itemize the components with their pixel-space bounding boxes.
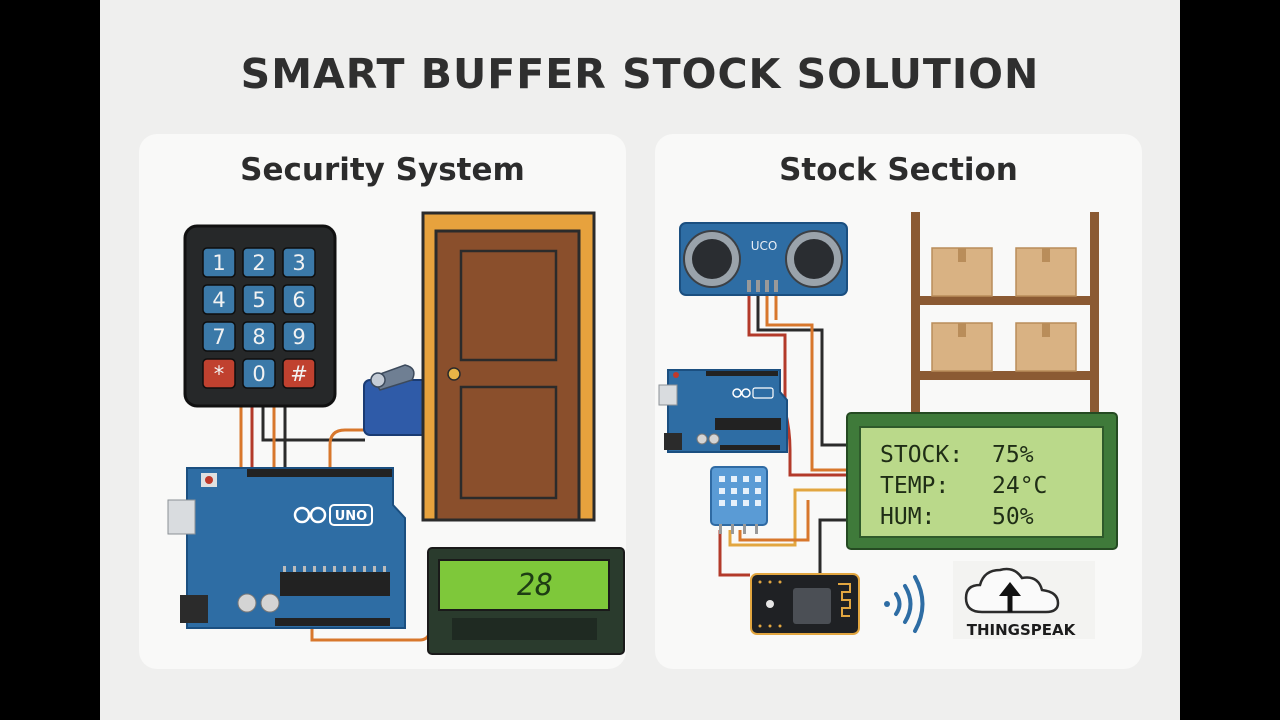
door (421, 211, 596, 522)
lcd-row-value: 75% (992, 442, 1034, 468)
keypad-key (202, 321, 236, 352)
keypad-key (242, 358, 276, 389)
esp-wifi-module (750, 573, 860, 635)
lcd-row-value: 50% (992, 504, 1034, 530)
lcd-row-label: STOCK: (880, 442, 963, 468)
keypad-keys: 1 2 3 4 5 6 7 8 9 * 0 # (202, 247, 316, 389)
keypad-key-label: 0 (252, 362, 265, 386)
arduino-uno-security: UNO (167, 467, 406, 629)
keypad-key (202, 247, 236, 278)
keypad-key-label: 4 (212, 288, 225, 312)
lcd-security-value: 28 (517, 568, 553, 603)
keypad-key (282, 358, 316, 389)
lcd-row-value: 24°C (992, 473, 1047, 499)
keypad-key-label: 6 (292, 288, 305, 312)
keypad-key-label: 8 (252, 325, 265, 349)
stock-wires (718, 290, 860, 577)
keypad-key-label: 5 (252, 288, 265, 312)
shelf (911, 212, 1099, 412)
lcd-row-label: HUM: (880, 504, 935, 530)
stock-panel-title: Stock Section (779, 152, 1018, 188)
keypad: 1 2 3 4 5 6 7 8 9 * 0 # (183, 224, 337, 408)
keypad-key (202, 284, 236, 315)
thingspeak-label: THINGSPEAK (967, 621, 1077, 639)
ultrasonic-label: UCO (751, 239, 778, 253)
security-panel-title: Security System (240, 152, 525, 188)
lcd-row-label: TEMP: (880, 473, 949, 499)
lcd-security: 28 (427, 547, 625, 655)
keypad-key-label: 3 (292, 251, 305, 275)
arduino-label-security: UNO (335, 509, 368, 524)
page-title: SMART BUFFER STOCK SOLUTION (240, 50, 1040, 98)
wifi-signal-icon (884, 575, 925, 633)
keypad-key (282, 284, 316, 315)
keypad-key (242, 247, 276, 278)
keypad-key (282, 247, 316, 278)
keypad-key (242, 284, 276, 315)
keypad-key-label: 9 (292, 325, 305, 349)
arduino-uno-stock (658, 369, 788, 453)
keypad-key (282, 321, 316, 352)
lcd-stock: STOCK: 75% TEMP: 24°C HUM: 50% (846, 412, 1118, 550)
keypad-key-label: 7 (212, 325, 225, 349)
dht-sensor (710, 466, 768, 534)
keypad-key (202, 358, 236, 389)
keypad-key-label: 1 (212, 251, 225, 275)
stock-boxes (931, 247, 1077, 372)
ultrasonic-sensor: UCO (679, 222, 848, 296)
keypad-key-label: # (290, 362, 308, 386)
lcd-stock-rows: STOCK: 75% TEMP: 24°C HUM: 50% (880, 442, 1047, 530)
thingspeak-cloud: THINGSPEAK (953, 561, 1095, 639)
keypad-key (242, 321, 276, 352)
keypad-key-label: 2 (252, 251, 265, 275)
keypad-key-label: * (214, 362, 225, 386)
